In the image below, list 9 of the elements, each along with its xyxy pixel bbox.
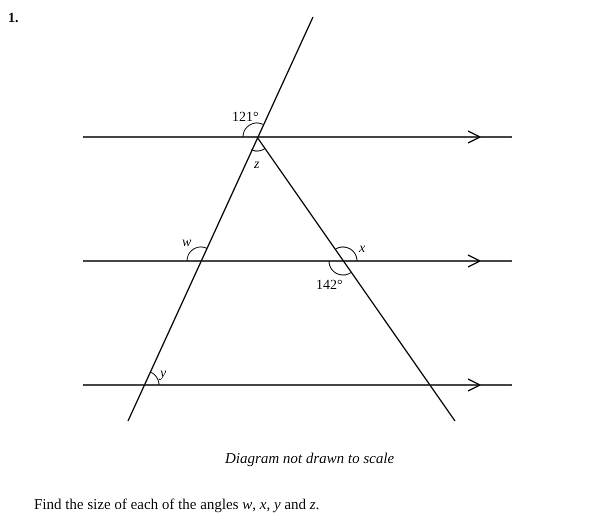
angle-label: 121°	[232, 111, 259, 125]
caption: Diagram not drawn to scale	[225, 452, 394, 467]
question-text: Find the size of each of the angles w, x, y and z.	[34, 498, 320, 513]
angle-label: y	[160, 367, 166, 381]
question-number: 1.	[8, 12, 18, 26]
angle-label: z	[254, 158, 260, 172]
angle-label: x	[359, 242, 366, 256]
angle-label: w	[182, 236, 192, 250]
angle-label: 142°	[316, 279, 343, 293]
